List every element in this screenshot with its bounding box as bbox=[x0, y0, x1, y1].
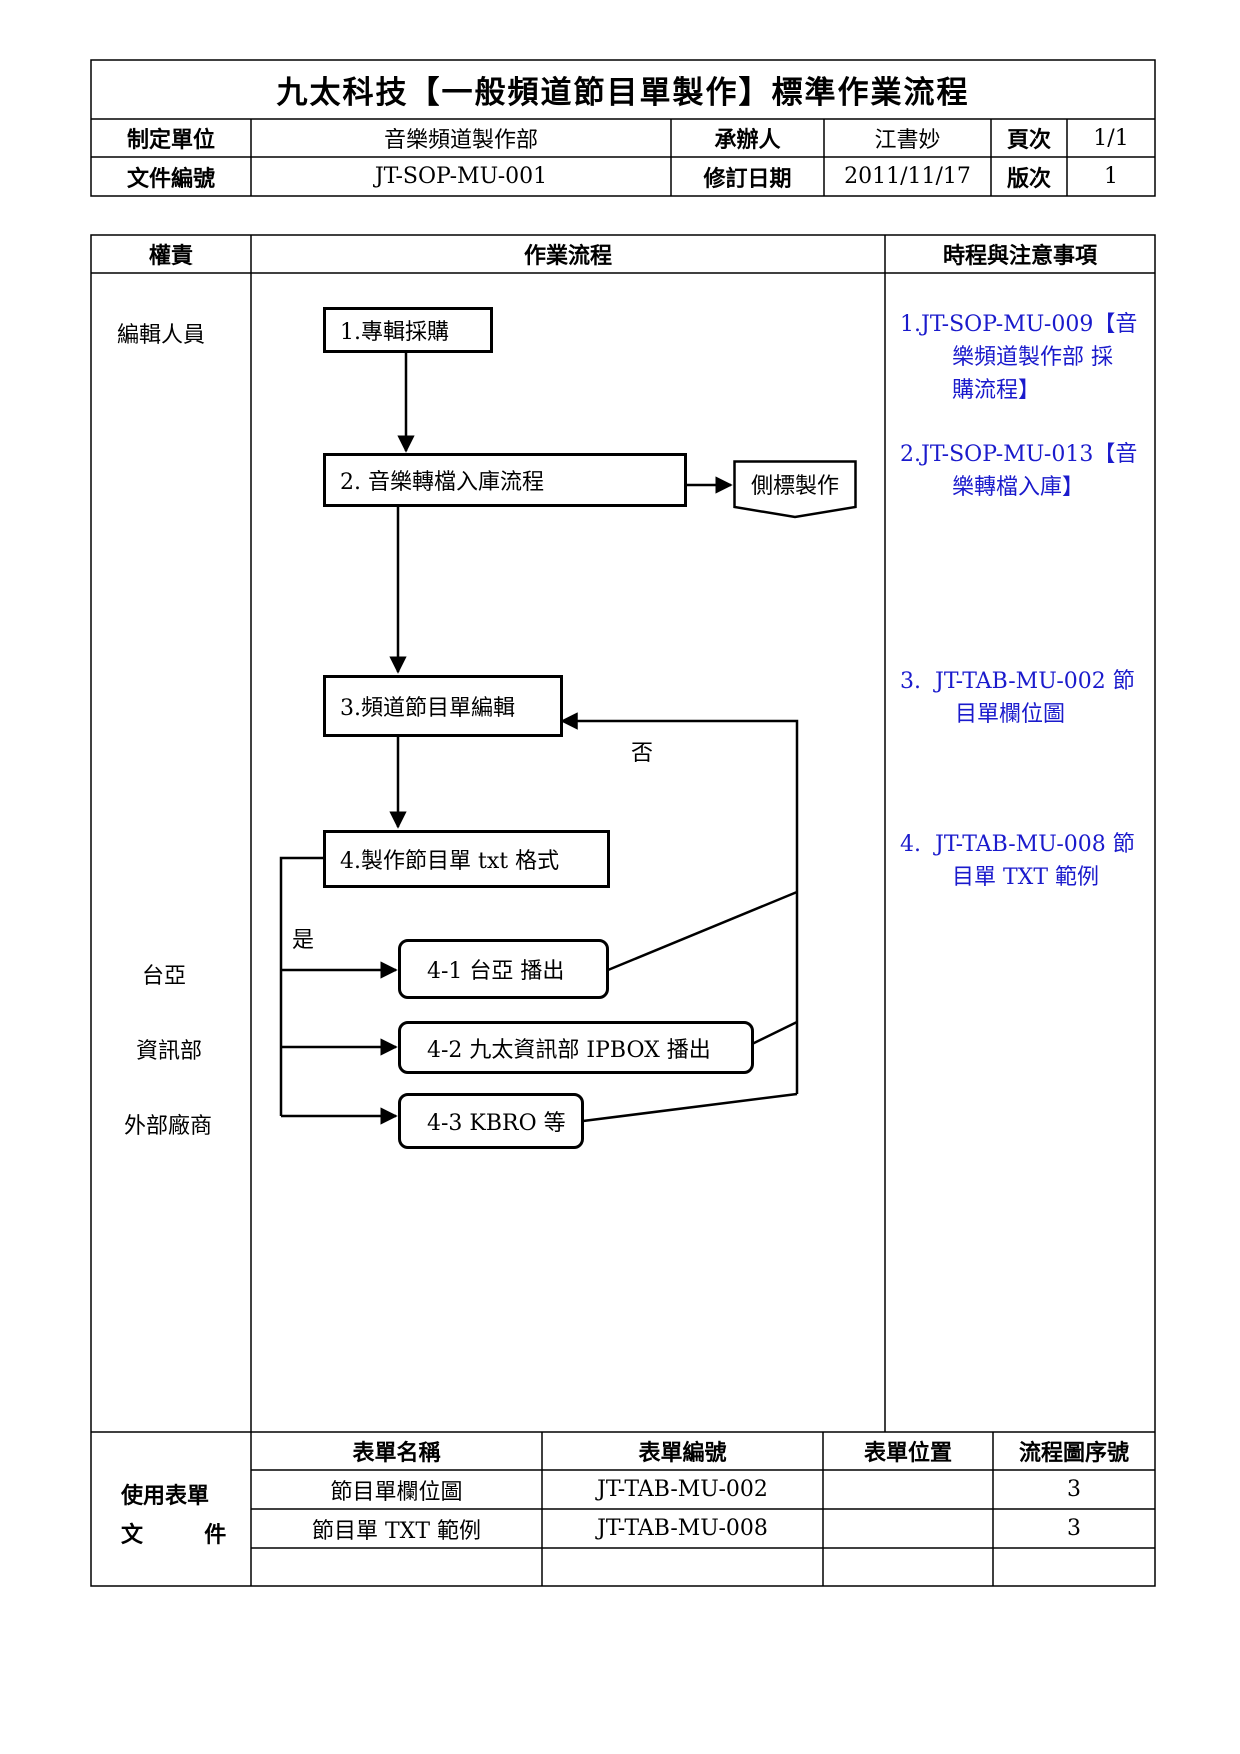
step-4-1-label: 4-1 台亞 播出 bbox=[427, 959, 565, 984]
step-3-program-edit: 3.頻道節目單編輯 bbox=[323, 675, 563, 737]
forms-header-location: 表單位置 bbox=[863, 1440, 952, 1466]
role-vendor: 外部廠商 bbox=[124, 1114, 213, 1139]
forms-row-3-seq bbox=[993, 1548, 1155, 1586]
step-4-txt-format: 4.製作節目單 txt 格式 bbox=[323, 830, 610, 888]
forms-section-label-2: 文 件 bbox=[121, 1522, 227, 1548]
step-4-label: 4.製作節目單 txt 格式 bbox=[340, 849, 560, 874]
branch-line bbox=[279, 856, 323, 1116]
note-4: 4. JT-TAB-MU-008 節 目單 TXT 範例 bbox=[900, 828, 1140, 894]
step-1-album-purchase: 1.專輯採購 bbox=[323, 307, 493, 353]
return-42 bbox=[751, 1020, 798, 1046]
forms-row-3-location bbox=[823, 1548, 993, 1586]
note-1: 1.JT-SOP-MU-009【音 樂頻道製作部 採 購流程】 bbox=[900, 308, 1140, 407]
side-label-shape bbox=[733, 460, 857, 519]
page-value: 1/1 bbox=[1093, 125, 1129, 151]
forms-row-1-name: 節目單欄位圖 bbox=[330, 1479, 463, 1505]
forms-row-3-name bbox=[251, 1548, 542, 1586]
version-value: 1 bbox=[1104, 164, 1118, 189]
forms-header-number: 表單編號 bbox=[638, 1440, 727, 1466]
return-loop bbox=[560, 712, 799, 1094]
forms-row-3-number bbox=[542, 1548, 823, 1586]
role-it-dept: 資訊部 bbox=[136, 1039, 203, 1064]
col-header-roles: 權責 bbox=[148, 243, 193, 269]
note-4-line-2: 目單 TXT 範例 bbox=[952, 865, 1099, 890]
step-4-1-taiya-broadcast: 4-1 台亞 播出 bbox=[398, 939, 609, 999]
page-title: 九太科技【一般頻道節目單製作】標準作業流程 bbox=[276, 75, 970, 111]
role-taiya: 台亞 bbox=[142, 964, 187, 989]
role-editor: 編輯人員 bbox=[117, 323, 206, 348]
unit-value: 音樂頻道製作部 bbox=[383, 128, 538, 153]
forms-row-1-number: JT-TAB-MU-002 bbox=[597, 1477, 768, 1502]
col-header-notes: 時程與注意事項 bbox=[942, 243, 1097, 269]
note-1-line-3: 購流程】 bbox=[952, 378, 1041, 403]
forms-section-label-1: 使用表單 bbox=[121, 1483, 210, 1509]
col-header-flow: 作業流程 bbox=[523, 243, 612, 269]
note-3-line-1: JT-TAB-MU-002 節 bbox=[935, 669, 1135, 694]
forms-row-2-seq: 3 bbox=[1067, 1516, 1081, 1541]
note-3-num: 3. bbox=[900, 669, 921, 694]
step-2-label: 2. 音樂轉檔入庫流程 bbox=[340, 470, 544, 495]
note-4-line-1: JT-TAB-MU-008 節 bbox=[935, 832, 1135, 857]
side-label-text: 側標製作 bbox=[750, 474, 839, 499]
step-1-label: 1.專輯採購 bbox=[340, 320, 449, 345]
forms-header-name: 表單名稱 bbox=[352, 1440, 441, 1466]
forms-row-2-number: JT-TAB-MU-008 bbox=[597, 1516, 768, 1541]
note-2: 2.JT-SOP-MU-013【音 樂轉檔入庫】 bbox=[900, 438, 1140, 504]
revised-label: 修訂日期 bbox=[703, 165, 792, 192]
doc-no-value: JT-SOP-MU-001 bbox=[374, 164, 548, 189]
forms-header-seq: 流程圖序號 bbox=[1018, 1440, 1129, 1466]
note-1-line-2: 樂頻道製作部 採 bbox=[952, 345, 1113, 370]
handler-value: 江書妙 bbox=[874, 128, 941, 153]
yes-label: 是 bbox=[292, 928, 315, 953]
note-3: 3. JT-TAB-MU-002 節 目單欄位圖 bbox=[900, 665, 1140, 731]
forms-row-2-name: 節目單 TXT 範例 bbox=[312, 1518, 481, 1544]
return-43 bbox=[582, 1092, 798, 1123]
note-1-line-1: JT-SOP-MU-009【音 bbox=[921, 312, 1138, 337]
step-2-music-import: 2. 音樂轉檔入庫流程 bbox=[323, 453, 687, 507]
forms-row-1-location bbox=[823, 1470, 993, 1509]
note-3-line-2: 目單欄位圖 bbox=[955, 702, 1066, 727]
step-4-2-label: 4-2 九太資訊部 IPBOX 播出 bbox=[427, 1037, 711, 1063]
page-label: 頁次 bbox=[1006, 127, 1051, 153]
note-1-num: 1. bbox=[900, 312, 921, 337]
step-4-3-kbro: 4-3 KBRO 等 bbox=[398, 1093, 584, 1149]
note-2-line-2: 樂轉檔入庫】 bbox=[952, 475, 1085, 500]
step-3-label: 3.頻道節目單編輯 bbox=[340, 696, 515, 721]
return-41 bbox=[607, 890, 798, 972]
note-2-num: 2. bbox=[900, 442, 921, 467]
forms-row-1-seq: 3 bbox=[1067, 1477, 1081, 1502]
step-4-3-label: 4-3 KBRO 等 bbox=[427, 1111, 566, 1136]
doc-no-label: 文件編號 bbox=[126, 165, 215, 192]
step-4-2-ipbox-broadcast: 4-2 九太資訊部 IPBOX 播出 bbox=[398, 1021, 754, 1074]
note-4-num: 4. bbox=[900, 832, 921, 857]
revised-value: 2011/11/17 bbox=[844, 164, 971, 189]
handler-label: 承辦人 bbox=[714, 127, 781, 153]
version-label: 版次 bbox=[1006, 165, 1051, 192]
forms-row-2-location bbox=[823, 1509, 993, 1548]
unit-label: 制定單位 bbox=[126, 127, 215, 153]
note-2-line-1: JT-SOP-MU-013【音 bbox=[921, 442, 1138, 467]
no-label: 否 bbox=[631, 741, 654, 766]
